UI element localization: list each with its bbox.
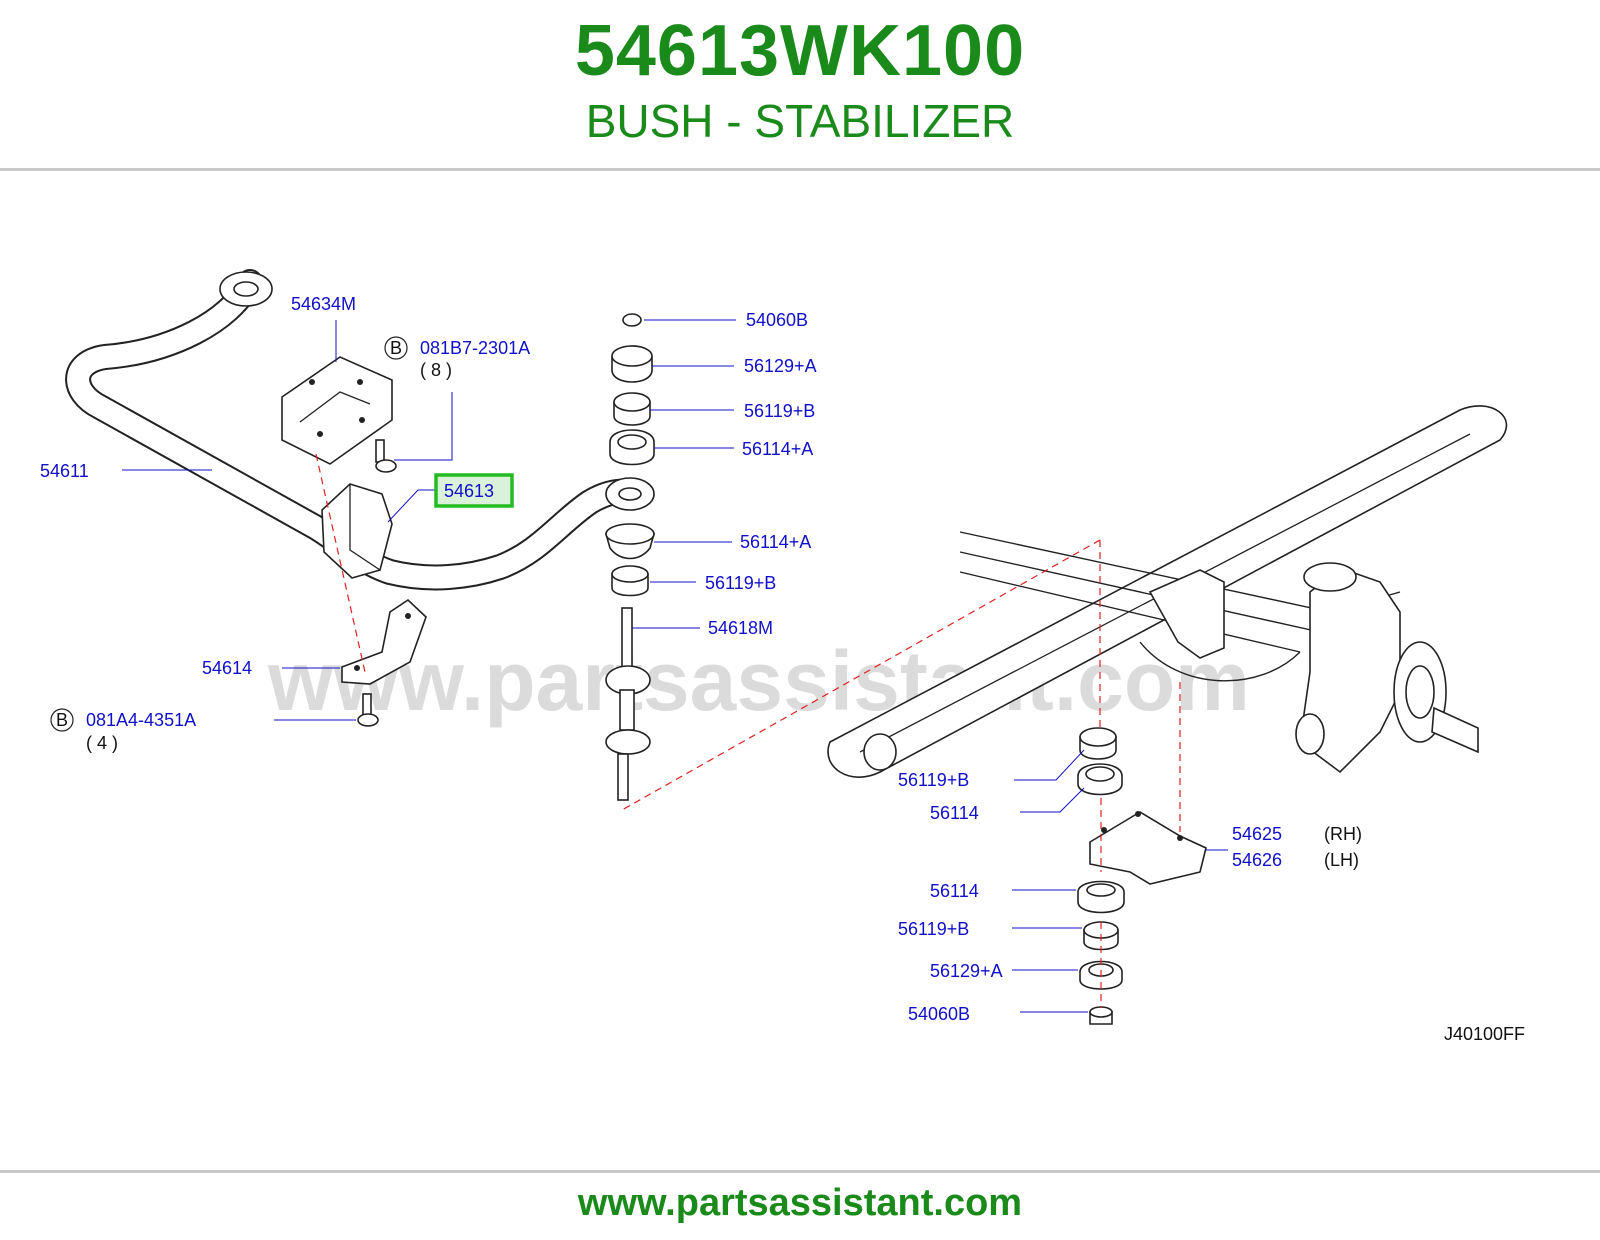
callout-54625[interactable]: 54625 — [1232, 824, 1282, 844]
bracket-54634M-drawing — [281, 356, 393, 465]
callout-56114-right-1[interactable]: 56114 — [930, 803, 979, 823]
bush-54613-drawing — [321, 483, 393, 579]
clamp-54614-drawing — [341, 598, 427, 685]
callout-54618M[interactable]: 54618M — [708, 618, 773, 638]
part-name-subtitle: BUSH - STABILIZER — [585, 95, 1015, 147]
b-marker-1 — [384, 336, 408, 360]
b-marker-2 — [50, 708, 74, 732]
callout-56129A-top[interactable]: 56129+A — [744, 356, 817, 376]
callout-56114-right-2[interactable]: 56114 — [930, 881, 979, 901]
lower-stack-drawing — [1077, 727, 1207, 1025]
callout-54625-side: (RH) — [1324, 824, 1362, 844]
callout-56114A-top-2[interactable]: 56114+A — [740, 532, 811, 552]
callout-54060B-top[interactable]: 54060B — [746, 310, 808, 330]
callout-56119B-right-2[interactable]: 56119+B — [898, 919, 969, 939]
link-stack-drawing — [604, 313, 656, 801]
bottom-divider — [0, 1170, 1600, 1173]
exploded-view-svg: www.partsassistant.com — [40, 269, 1525, 1044]
header: 54613WK100 BUSH - STABILIZER — [0, 0, 1600, 170]
callout-081B7-2301A[interactable]: 081B7-2301A — [420, 338, 530, 358]
leader-lines — [122, 319, 1228, 1013]
footer-website[interactable]: www.partsassistant.com — [577, 1182, 1023, 1224]
callout-56119B-right-1[interactable]: 56119+B — [898, 770, 969, 790]
leaf-spring-axle-drawing — [827, 405, 1508, 778]
callout-081B7-qty: ( 8 ) — [420, 360, 452, 380]
callout-54626-side: (LH) — [1324, 850, 1359, 870]
diagram-code: J40100FF — [1444, 1024, 1525, 1044]
callout-54614[interactable]: 54614 — [202, 658, 252, 678]
callout-081A4-4351A[interactable]: 081A4-4351A — [86, 710, 196, 730]
b-marker-2-letter: B — [56, 710, 68, 730]
bolt-081B7-drawing — [375, 439, 397, 473]
callout-54060B-right[interactable]: 54060B — [908, 1004, 970, 1024]
callout-56119B-top-1[interactable]: 56119+B — [744, 401, 815, 421]
callout-56119B-top-2[interactable]: 56119+B — [705, 573, 776, 593]
callout-labels: 54634M B 081B7-2301A ( 8 ) 54611 54613 5… — [40, 294, 1525, 1044]
callout-56129A-right[interactable]: 56129+A — [930, 961, 1003, 981]
parts-diagram: www.partsassistant.com — [0, 172, 1600, 1168]
top-divider — [0, 168, 1600, 171]
callout-081A4-qty: ( 4 ) — [86, 733, 118, 753]
b-marker-1-letter: B — [390, 338, 402, 358]
callout-56114A-top-1[interactable]: 56114+A — [742, 439, 813, 459]
alignment-lines — [315, 453, 1181, 1008]
callout-54634M[interactable]: 54634M — [291, 294, 356, 314]
callout-54626[interactable]: 54626 — [1232, 850, 1282, 870]
callout-54613[interactable]: 54613 — [444, 481, 494, 501]
bolt-081A4-drawing — [357, 693, 379, 727]
callout-54611[interactable]: 54611 — [40, 461, 89, 481]
part-number-title: 54613WK100 — [574, 11, 1026, 91]
highlight-box — [434, 473, 514, 508]
